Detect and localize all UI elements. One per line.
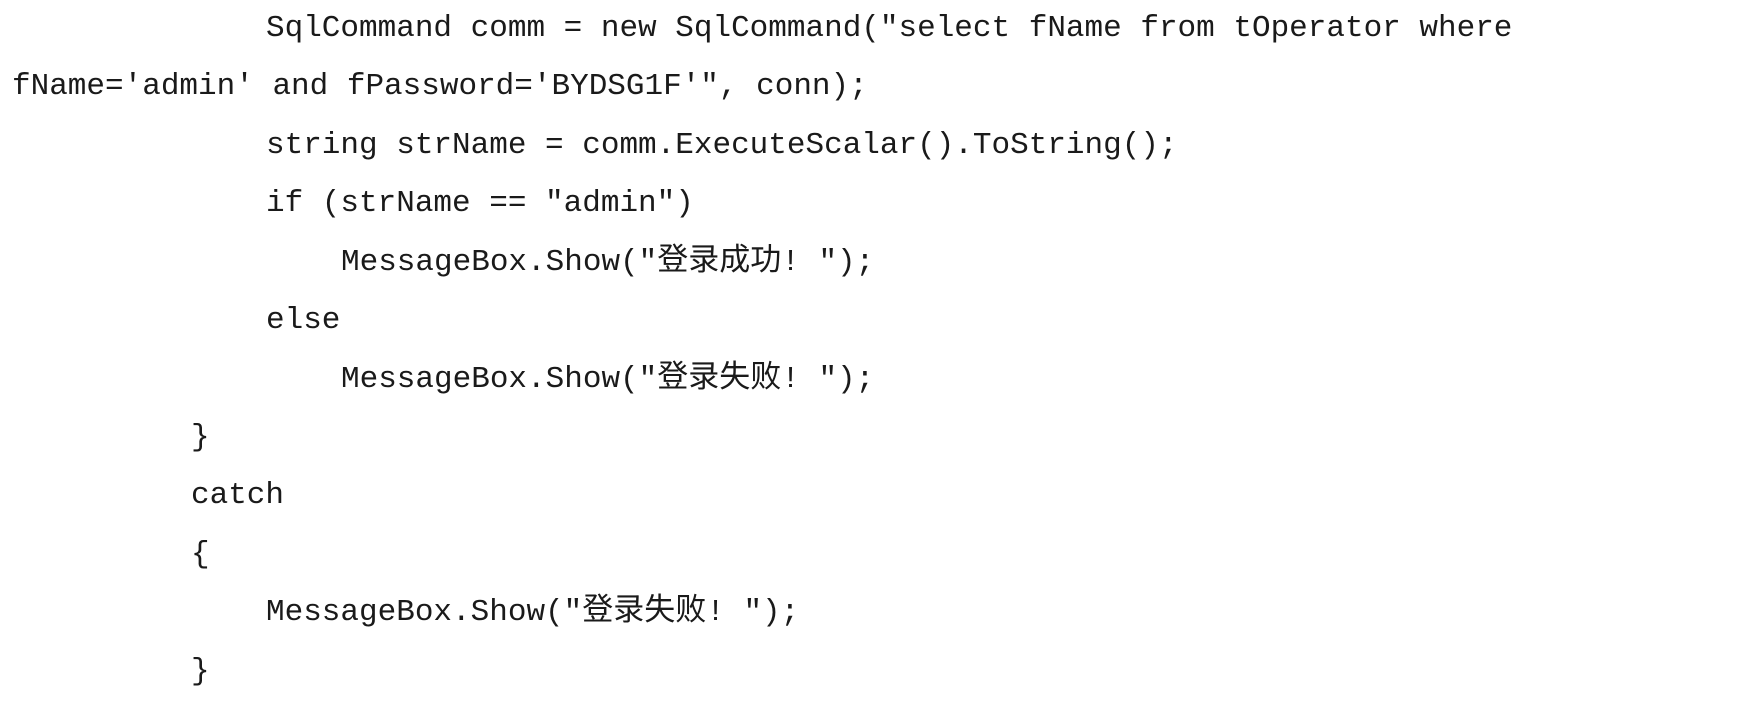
code-line: catch <box>191 478 285 513</box>
code-line: if (strName == "admin") <box>266 186 694 221</box>
code-line: SqlCommand comm = new SqlCommand("select… <box>266 11 1513 46</box>
code-line: MessageBox.Show("登录成功! "); <box>341 245 875 280</box>
code-line: MessageBox.Show("登录失败! "); <box>341 362 875 397</box>
code-line: fName='admin' and fPassword='BYDSG1F'", … <box>12 69 868 104</box>
code-line: { <box>191 537 210 572</box>
code-line: else <box>266 303 341 338</box>
code-line: MessageBox.Show("登录失败! "); <box>266 595 800 630</box>
code-line: string strName = comm.ExecuteScalar().To… <box>266 128 1178 163</box>
code-line: } <box>191 420 210 455</box>
code-line: } <box>191 654 210 689</box>
